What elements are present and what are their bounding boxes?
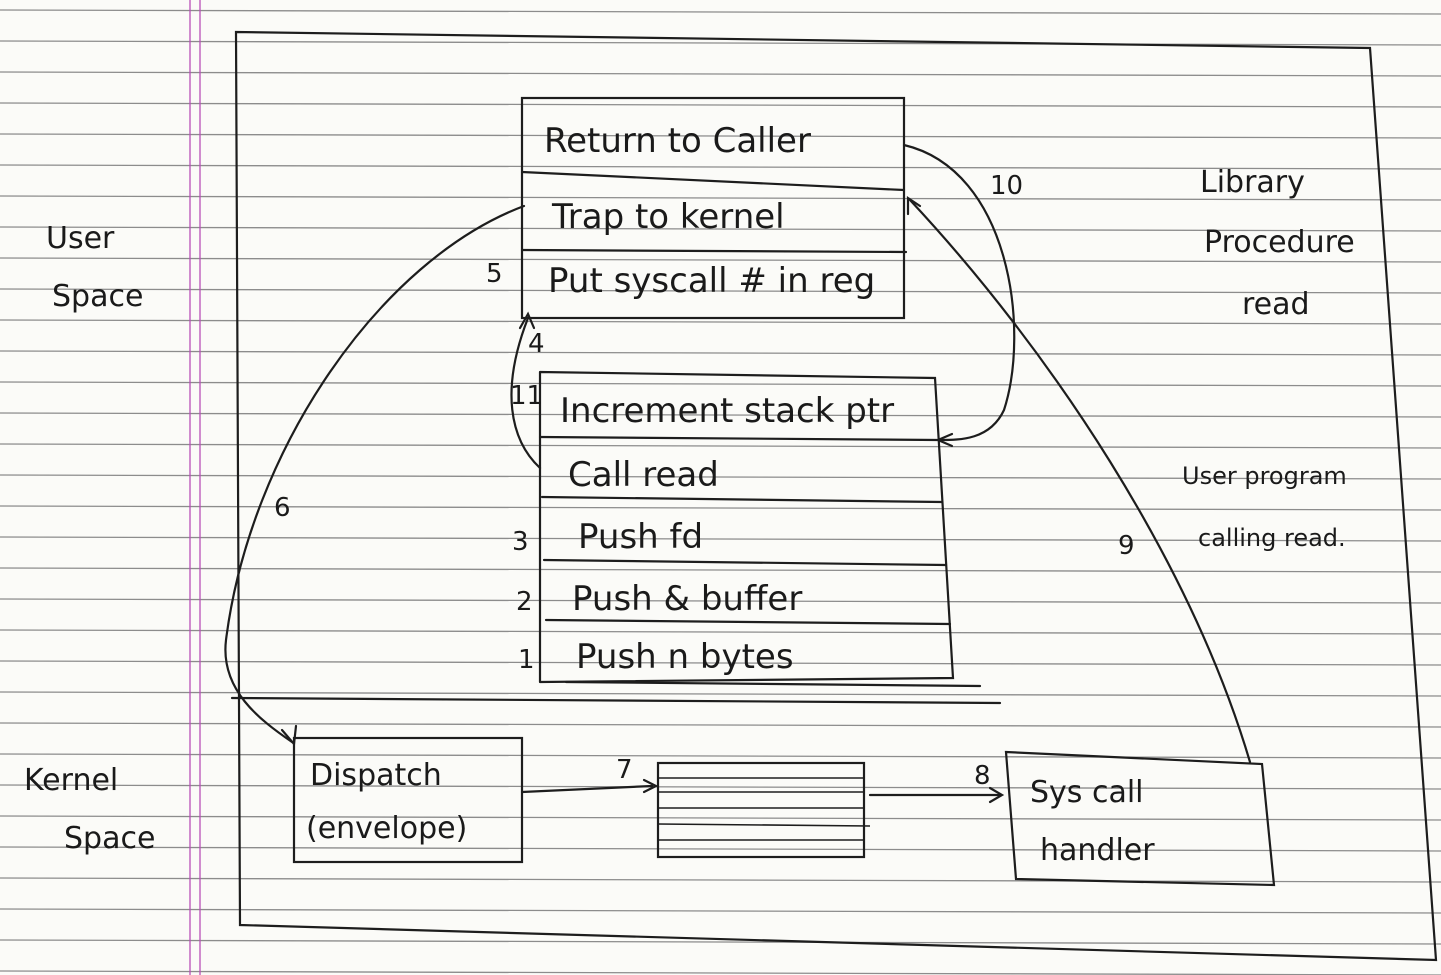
ruled-line	[0, 753, 1441, 759]
library-row-divider	[520, 170, 906, 192]
step-number-5: 5	[486, 259, 503, 289]
step-number-9: 9	[1118, 531, 1135, 561]
program-row-divider	[564, 680, 982, 688]
library-row-divider	[520, 248, 908, 254]
step-number-8: 8	[974, 761, 991, 791]
ruled-line	[0, 939, 1441, 945]
ruled-line	[0, 412, 1441, 418]
arrow-7-head	[642, 778, 659, 794]
row-call-read: Call read	[568, 455, 719, 495]
row-increment-stack-ptr: Increment stack ptr	[560, 391, 894, 431]
row-push-buffer: Push & buffer	[572, 579, 802, 619]
label-user-space: Space	[52, 279, 143, 314]
ruled-line	[0, 350, 1441, 356]
arrow-4-head	[518, 311, 536, 330]
row-push-n-bytes: Push n bytes	[576, 637, 794, 677]
row-put-syscall: Put syscall # in reg	[548, 261, 875, 301]
arrow-6-trap-to-dispatch	[224, 204, 526, 744]
program-row-divider	[538, 435, 940, 442]
ruled-line	[0, 102, 1441, 108]
label-procedure: Procedure	[1204, 225, 1355, 260]
ruled-line	[0, 629, 1441, 635]
ruled-line	[0, 195, 1441, 201]
arrow-4-call-to-put	[510, 316, 542, 470]
library-stack-box	[520, 96, 906, 320]
ruled-line	[0, 567, 1441, 573]
ruled-line	[0, 660, 1441, 666]
arrow-7	[520, 784, 654, 794]
ruled-line	[0, 815, 1441, 821]
library-procedure-stack: Return to Caller Trap to kernel Put sysc…	[520, 96, 908, 320]
step-number-10: 10	[990, 171, 1023, 201]
ruled-line	[0, 784, 1441, 790]
dispatch-box: Dispatch (envelope)	[292, 736, 524, 864]
step-number-6: 6	[274, 493, 291, 523]
ruled-line	[0, 722, 1441, 728]
ruled-line	[0, 133, 1441, 139]
step-number-4: 4	[528, 329, 545, 359]
row-push-fd: Push fd	[578, 517, 703, 557]
arrow-9-head	[906, 195, 922, 216]
arrow-9-handler-to-trap	[908, 198, 1252, 764]
dispatch-table	[656, 761, 871, 859]
label-user-program: User program	[1182, 462, 1347, 490]
ruled-line	[0, 877, 1441, 883]
dispatch-label: Dispatch	[310, 758, 442, 793]
label-calling-read: calling read.	[1198, 524, 1346, 552]
step-number-1: 1	[518, 645, 535, 675]
label-kernel-space: Space	[64, 821, 155, 856]
ruled-line	[0, 536, 1441, 542]
ruled-line	[0, 40, 1441, 46]
ruled-line	[0, 257, 1441, 263]
step-number-3: 3	[512, 527, 529, 557]
label-user: User	[46, 221, 115, 256]
arrow-10-return-to-program	[902, 143, 1016, 442]
ruled-line	[0, 71, 1441, 77]
program-row-divider	[542, 558, 948, 567]
label-read: read	[1242, 287, 1310, 322]
label-kernel: Kernel	[24, 763, 118, 798]
ruled-line	[0, 381, 1441, 387]
ruled-line	[0, 288, 1441, 294]
ruled-line	[0, 474, 1441, 480]
program-row-divider	[540, 495, 944, 504]
row-trap-to-kernel: Trap to kernel	[551, 197, 785, 237]
ruled-line	[0, 164, 1441, 170]
ruled-line	[0, 846, 1441, 852]
ruled-line	[0, 9, 1441, 15]
user-program-stack: Increment stack ptr Call read Push fd Pu…	[538, 370, 982, 688]
ruled-line	[0, 319, 1441, 325]
ruled-line	[0, 970, 1441, 975]
step-number-7: 7	[616, 755, 633, 785]
outer-frame	[234, 30, 1438, 962]
label-library: Library	[1200, 165, 1305, 200]
ruled-line	[0, 226, 1441, 232]
step-number-2: 2	[516, 587, 533, 617]
ruled-line	[0, 505, 1441, 511]
sys-call-handler-box: Sys call handler	[1004, 750, 1276, 887]
dispatch-envelope-label: (envelope)	[306, 811, 467, 846]
arrow-10-head	[935, 432, 954, 448]
program-stack-box	[538, 370, 955, 684]
ruled-line	[0, 908, 1441, 914]
program-row-divider	[544, 618, 952, 626]
handler-label-1: Sys call	[1030, 775, 1144, 810]
handler-label-2: handler	[1040, 833, 1155, 868]
ruled-line	[0, 598, 1441, 604]
arrow-8-head	[988, 786, 1005, 804]
ruled-lines	[0, 9, 1441, 975]
step-number-11: 11	[510, 381, 543, 411]
space-divider-line	[230, 696, 1002, 705]
ruled-line	[0, 443, 1441, 449]
arrow-6-head	[280, 724, 298, 747]
ruled-line	[0, 691, 1441, 697]
row-return-to-caller: Return to Caller	[544, 121, 811, 161]
